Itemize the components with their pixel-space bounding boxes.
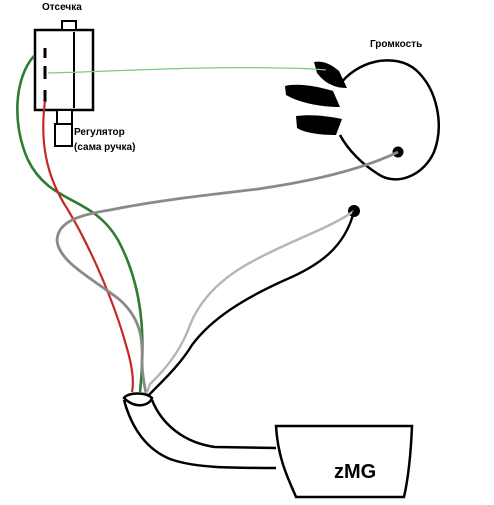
cable-junction [122, 392, 154, 407]
cable-to-plug-lower [122, 399, 277, 470]
volume-label: Громкость [370, 39, 423, 50]
wire-red [42, 100, 134, 393]
cutoff-switch [33, 20, 95, 112]
plug: zMG [274, 424, 414, 499]
wire-light-gray [144, 210, 355, 396]
plug-body [274, 424, 414, 499]
regulator-knob-shaft [54, 109, 73, 147]
knob-shaft-lower [54, 123, 73, 147]
cutoff-label: Отсечка [42, 2, 82, 13]
volume-pot-leg-low [296, 115, 342, 135]
cable-to-plug-upper [150, 399, 277, 450]
cutoff-top-tab [61, 20, 77, 31]
regulator-sublabel: (сама ручка) [74, 142, 136, 153]
volume-pot [285, 59, 440, 181]
wire-light-green [47, 66, 327, 74]
wire-green [16, 55, 144, 393]
plug-marking: zMG [334, 461, 376, 483]
wire-gray [55, 150, 399, 394]
regulator-label: Регулятор [74, 127, 125, 138]
knob-shaft-upper [56, 109, 73, 125]
volume-pot-leg-top [314, 61, 347, 88]
volume-pot-outline [336, 59, 440, 181]
wire-black [147, 210, 356, 397]
volume-pot-leg-mid [285, 84, 340, 107]
